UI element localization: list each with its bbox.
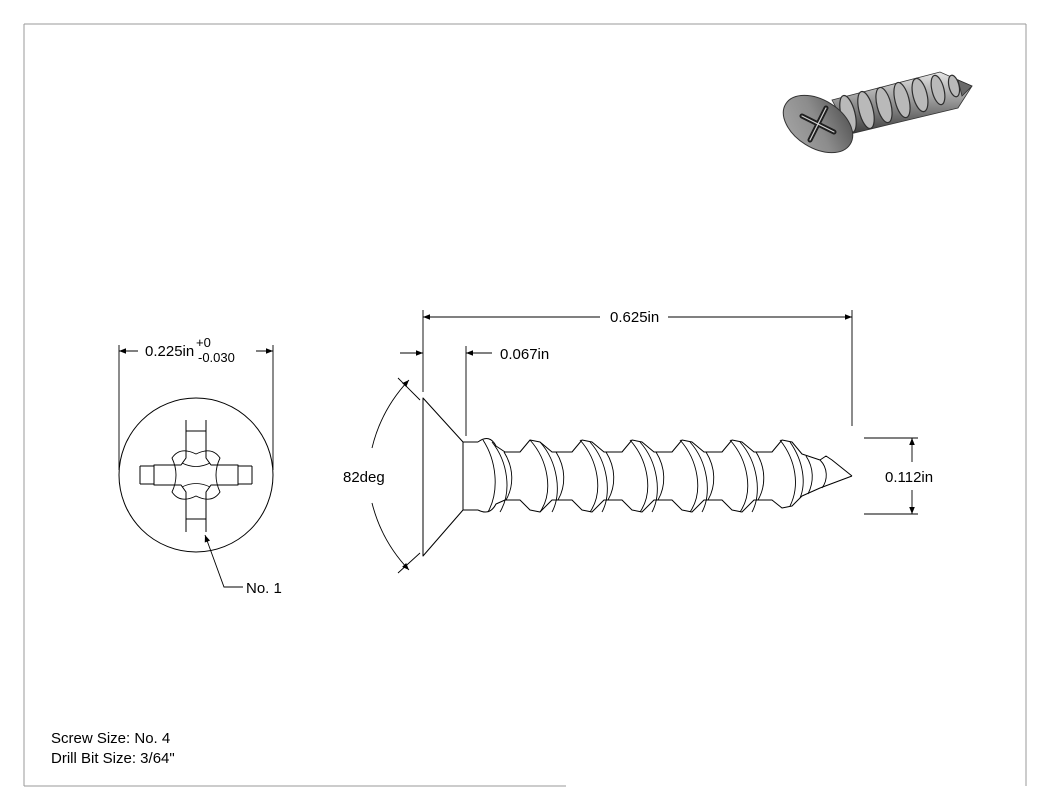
head-tolerance-plus: +0 xyxy=(196,335,211,350)
drive-callout-label: No. 1 xyxy=(246,580,282,597)
drill-bit-size-note: Drill Bit Size: 3/64" xyxy=(51,750,175,767)
screw-size-note: Screw Size: No. 4 xyxy=(51,730,171,747)
head-angle-label: 82deg xyxy=(343,469,385,486)
phillips-recess xyxy=(153,430,239,520)
screw-render xyxy=(782,71,973,154)
overall-length-label: 0.625in xyxy=(610,309,659,326)
head-tolerance-minus: -0.030 xyxy=(198,350,235,365)
shank-outline xyxy=(477,438,853,477)
drawing-frame xyxy=(23,23,1027,787)
end-view xyxy=(118,345,274,588)
side-view xyxy=(371,310,918,574)
head-outline xyxy=(118,397,274,553)
head-height-label: 0.067in xyxy=(500,346,549,363)
head-diameter-label: 0.225in xyxy=(145,343,194,360)
thread-helix xyxy=(482,439,827,513)
shank-diameter-label: 0.112in xyxy=(885,469,933,486)
screw-head xyxy=(422,397,464,557)
